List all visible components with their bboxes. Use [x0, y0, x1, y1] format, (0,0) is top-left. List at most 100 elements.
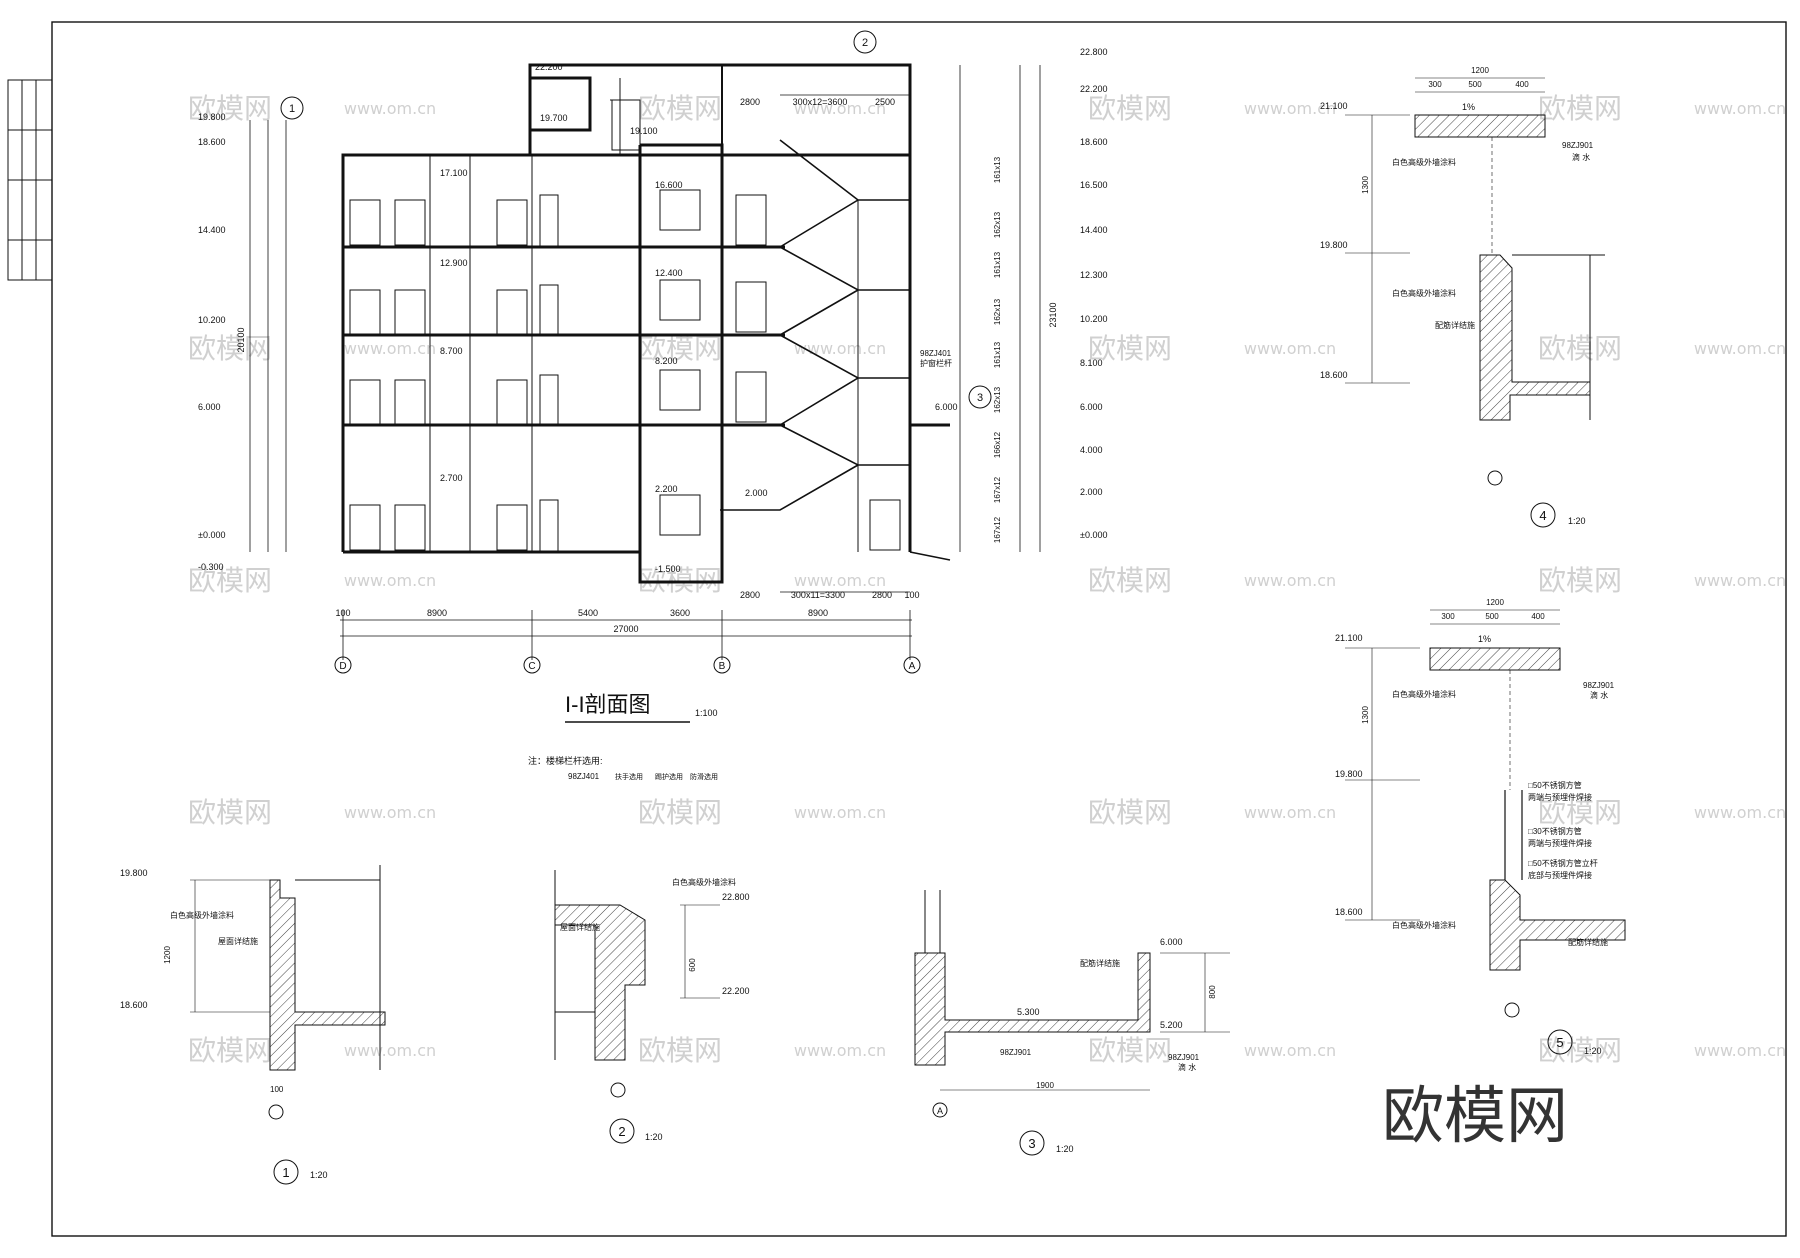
d5-label-roof: 配筋详结施: [1568, 937, 1608, 947]
d4-elev-top: 21.100: [1320, 101, 1348, 111]
watermark-url: www.om.cn: [794, 99, 886, 118]
d3-scale: 1:20: [1056, 1144, 1074, 1154]
shaft-mark-4: -1.500: [655, 564, 681, 574]
watermark-url: www.om.cn: [344, 803, 436, 822]
d3-elev-bot: 5.200: [1160, 1020, 1183, 1030]
right-elev-7: 8.100: [1080, 358, 1103, 368]
bottom-sub-dim-0: 2800: [740, 590, 760, 600]
right-elev-6: 10.200: [1080, 314, 1108, 324]
bottom-dim-5: 100: [904, 590, 919, 600]
bottom-dim-2: 5400: [578, 608, 598, 618]
d5-top-dim-1: 300: [1441, 612, 1455, 621]
bubble-2: 2: [862, 37, 868, 49]
bottom-dim-0: 100: [335, 608, 350, 618]
watermark-url: www.om.cn: [1244, 571, 1336, 590]
d4-label-paint: 白色高级外墙涂料: [1392, 157, 1456, 167]
d3-dim-1900: 1900: [1036, 1081, 1054, 1090]
note-item-1: 踢护选用: [655, 772, 683, 781]
watermark-url: www.om.cn: [794, 571, 886, 590]
d4-dim-1300: 1300: [1361, 176, 1370, 194]
d5-bubble: 5: [1556, 1035, 1563, 1050]
d4-slope: 1%: [1462, 102, 1475, 112]
watermark-text: 欧模网: [188, 1034, 272, 1067]
d1-elev-top: 19.800: [120, 868, 148, 878]
d4-top-dim-3: 400: [1515, 80, 1529, 89]
title-strip: [7, 79, 53, 281]
right-step-6: 166x12: [993, 431, 1002, 458]
d5-ref: 98ZJ901: [1583, 681, 1615, 690]
right-step-7: 167x12: [993, 476, 1002, 503]
watermark-text: 欧模网: [188, 564, 272, 597]
overall-dim: 27000: [613, 624, 638, 634]
section-scale: 1:100: [695, 708, 718, 718]
d4-top-dim-1: 300: [1428, 80, 1442, 89]
left-elev-5: ±0.000: [198, 530, 225, 540]
d2-bubble: 2: [618, 1124, 625, 1139]
axis-label-b: B: [719, 661, 726, 672]
watermark-text: 欧模网: [1088, 796, 1172, 829]
d1-elev-bot: 18.600: [120, 1000, 148, 1010]
left-elev-6: -0.300: [198, 562, 224, 572]
note-item-0: 扶手选用: [615, 772, 643, 781]
axis-label-c: C: [528, 661, 535, 672]
watermark-url: www.om.cn: [794, 1041, 886, 1060]
watermark-url: www.om.cn: [1694, 99, 1786, 118]
d2-elev-bot: 22.200: [722, 986, 750, 996]
sheet-border: [51, 21, 1787, 1237]
right-elev-8: 6.000: [1080, 402, 1103, 412]
floor-mark-2: 8.700: [440, 346, 463, 356]
d5-note-2: □30不锈钢方管: [1528, 826, 1582, 836]
watermark-url: www.om.cn: [344, 571, 436, 590]
watermark-url: www.om.cn: [1244, 803, 1336, 822]
shaft-mark-0: 16.600: [655, 180, 683, 190]
d4-ref: 98ZJ901: [1562, 141, 1594, 150]
d5-slope: 1%: [1478, 634, 1491, 644]
d1-dim-1200: 1200: [163, 946, 172, 964]
d1-label-roof: 屋面详结施: [218, 936, 258, 946]
d4-ref-sub: 滴 水: [1572, 152, 1590, 162]
bottom-dim-4: 8900: [808, 608, 828, 618]
watermark-url: www.om.cn: [1694, 803, 1786, 822]
watermark-text: 欧模网: [1088, 1034, 1172, 1067]
right-elev-10: 2.000: [1080, 487, 1103, 497]
watermark-text: 欧模网: [1538, 564, 1622, 597]
watermark-url: www.om.cn: [344, 339, 436, 358]
left-elev-2: 14.400: [198, 225, 226, 235]
watermark-text: 欧模网: [638, 92, 722, 125]
watermark-text: 欧模网: [1538, 796, 1622, 829]
watermark-text: 欧模网: [188, 796, 272, 829]
d2-elev-top: 22.800: [722, 892, 750, 902]
left-total-dim: 20100: [236, 327, 246, 352]
d4-elev-mid: 19.800: [1320, 240, 1348, 250]
d5-dim-1300: 1300: [1361, 706, 1370, 724]
bottom-dim-3: 3600: [670, 608, 690, 618]
watermark-layer: 欧模网 www.om.cn 欧模网 www.om.cn 欧模网 www.om.cn 欧模网 w…: [188, 92, 1786, 1067]
d3-ref-b: 98ZJ901: [1168, 1053, 1200, 1062]
detail-5: 5 1:20 21.100 19.800 18.600 1% 1200 300 …: [1335, 598, 1626, 1056]
detail-1: 1 1:20 19.800 18.600 白色高级外墙涂料 屋面详结施 1200…: [120, 865, 386, 1185]
watermark-text: 欧模网: [638, 1034, 722, 1067]
top-sub-dim-1: 300x12=3600: [793, 97, 848, 107]
d3-bubble: 3: [1028, 1136, 1035, 1151]
d2-dim-600: 600: [688, 958, 697, 972]
d5-elev-bot: 18.600: [1335, 907, 1363, 917]
right-step-1: 162x13: [993, 211, 1002, 238]
watermark-url: www.om.cn: [1694, 339, 1786, 358]
right-elev-11: ±0.000: [1080, 530, 1107, 540]
left-elev-1: 18.600: [198, 137, 226, 147]
section-title: I-I剖面图: [565, 692, 651, 717]
d2-label-paint: 白色高级外墙涂料: [672, 877, 736, 887]
right-step-3: 162x13: [993, 298, 1002, 325]
right-step-5: 162x13: [993, 386, 1002, 413]
d3-ref-b-sub: 滴 水: [1178, 1062, 1196, 1072]
bottom-sub-dim-1: 300x11=3300: [791, 590, 845, 600]
d4-label-roof: 配筋详结施: [1435, 320, 1475, 330]
shaft-mark-1: 12.400: [655, 268, 683, 278]
section-drawing: D C B A 1 2 3 22.200 19.700 19.100 27000…: [198, 30, 1108, 781]
watermark-url: www.om.cn: [344, 1041, 436, 1060]
right-step-2: 161x13: [993, 251, 1002, 278]
axis-bubbles: D C B A: [334, 656, 921, 674]
d5-note-0: □50不锈钢方管: [1528, 780, 1582, 790]
d5-ref-sub: 滴 水: [1590, 690, 1608, 700]
